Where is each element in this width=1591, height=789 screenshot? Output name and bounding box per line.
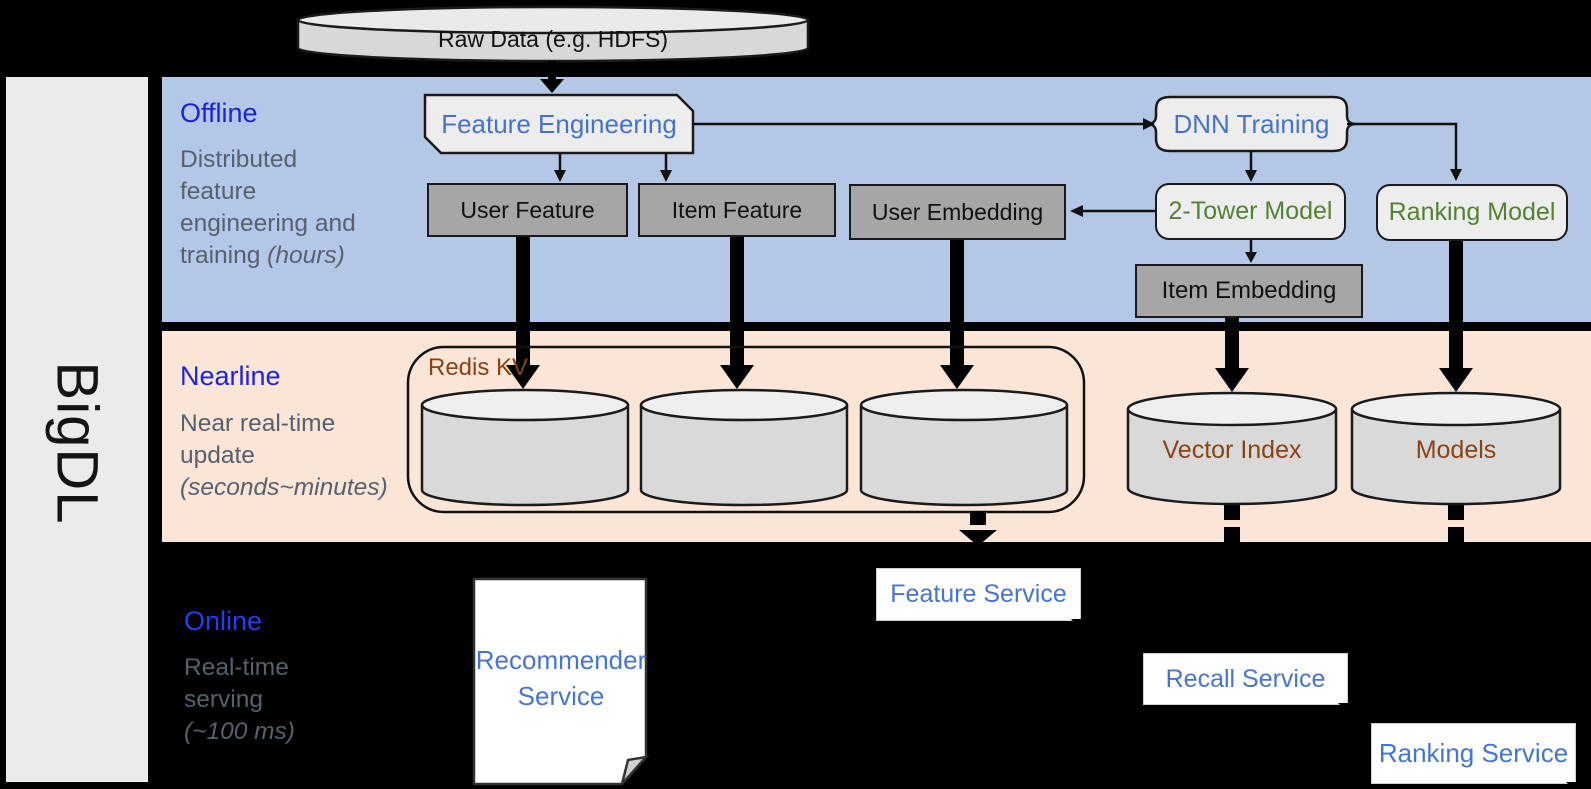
arrow-two-tower-to-item-embedding	[1245, 240, 1257, 263]
online-section-title: Online	[184, 606, 263, 636]
arrow-dnn-to-ranking-model	[1347, 122, 1462, 181]
recommender-service-label: Recommender Service	[475, 645, 647, 711]
nearline-section-description: Near real-time update (seconds~minutes)	[180, 410, 388, 501]
arrow-ranking-model-to-models	[1439, 241, 1473, 392]
online-section-description: Real-time serving (~100 ms)	[184, 654, 295, 745]
connector-vector-index-to-recall-service	[1224, 505, 1240, 542]
recall-service-node: Recall Service	[1143, 653, 1350, 715]
models-cylinder	[1350, 391, 1562, 506]
user-feature-node: User Feature	[427, 183, 628, 237]
bigdl-sidebar	[6, 77, 148, 782]
feature-engineering-shape	[423, 93, 695, 155]
page-fold-icon	[1566, 782, 1578, 789]
redis-kv-container	[406, 345, 1086, 514]
vector-index-cylinder	[1126, 391, 1338, 506]
user-embedding-node: User Embedding	[849, 184, 1066, 240]
redis-cylinder-2	[639, 388, 849, 507]
arrow-fe-to-item-feature	[660, 153, 672, 182]
ranking-model-node: Ranking Model	[1376, 184, 1568, 241]
arrow-user-feature-to-redis	[506, 237, 540, 389]
offline-section-description: Distributed feature engineering and trai…	[180, 146, 356, 269]
redis-cylinder-3	[859, 388, 1069, 507]
arrow-dnn-to-two-tower	[1245, 151, 1257, 182]
vector-index-label: Vector Index	[1162, 435, 1302, 464]
dnn-training-node: DNN Training	[1173, 108, 1330, 139]
arrow-item-feature-to-redis	[720, 237, 754, 389]
feature-service-node: Feature Service	[876, 568, 1083, 631]
item-embedding-node: Item Embedding	[1135, 264, 1363, 318]
dnn-training-shape	[1146, 95, 1357, 153]
arrow-item-embedding-to-vector-index	[1215, 318, 1249, 392]
connector-models-to-ranking-service	[1448, 505, 1464, 542]
raw-data-cylinder	[296, 5, 810, 63]
redis-cylinder-1	[420, 388, 630, 507]
arrow-user-embedding-to-redis	[940, 240, 974, 389]
arrow-fe-to-user-feature	[554, 153, 566, 182]
redis-kv-label: Redis KV	[428, 354, 529, 381]
arrow-two-tower-to-user-embedding	[1070, 205, 1155, 217]
page-fold-icon	[1071, 619, 1083, 631]
offline-section-title: Offline	[180, 98, 258, 128]
connector-redis-to-feature-service	[959, 511, 997, 546]
two-tower-model-node: 2-Tower Model	[1155, 183, 1346, 240]
arrow-fe-to-dnn-training	[693, 118, 1155, 130]
raw-data-label: Raw Data (e.g. HDFS)	[437, 25, 669, 52]
item-feature-node: Item Feature	[638, 183, 836, 237]
ranking-service-node: Ranking Service	[1371, 723, 1578, 789]
arrow-rawdata-to-feature-engineering	[540, 61, 564, 93]
nearline-section-title: Nearline	[180, 361, 281, 391]
feature-engineering-node: Feature Engineering	[441, 108, 677, 139]
models-label: Models	[1415, 435, 1497, 464]
recommender-service-document	[472, 577, 650, 786]
page-fold-icon	[1338, 703, 1350, 715]
